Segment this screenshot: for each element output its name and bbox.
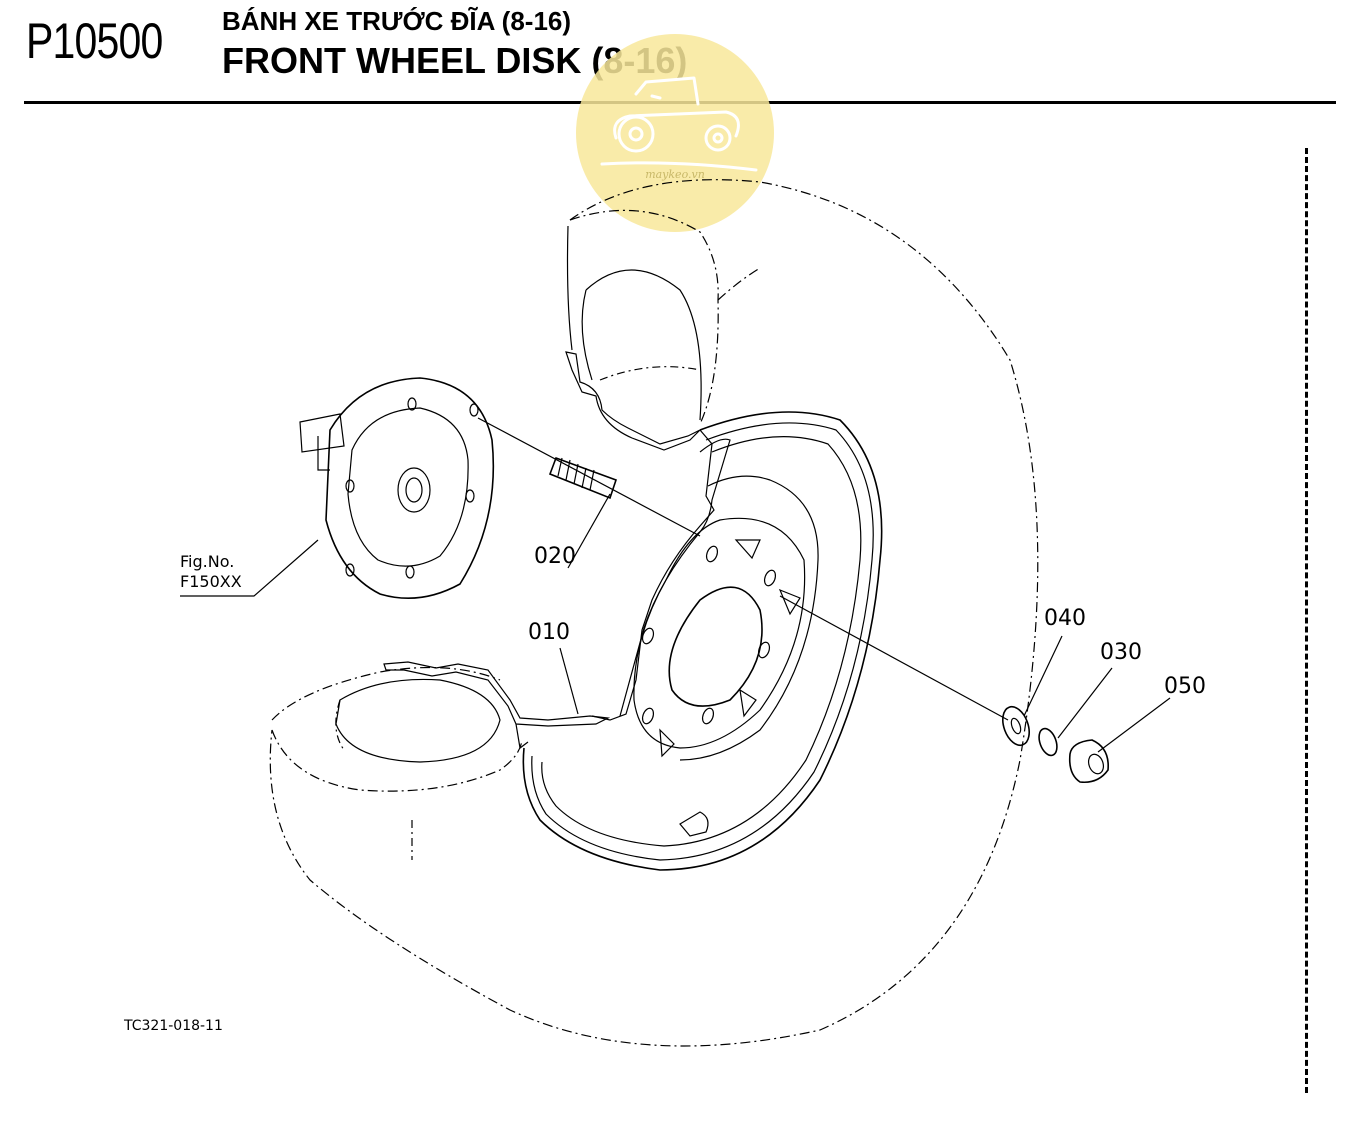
leader-020: [567, 493, 611, 569]
figure-reference-number: F150XX: [180, 572, 242, 591]
leader-050: [1097, 697, 1171, 753]
figure-reference-label: Fig.No.: [180, 552, 235, 571]
part-label-020: 020: [534, 544, 576, 569]
part-label-050: 050: [1164, 674, 1206, 699]
tractor-icon: maykeo.vn: [576, 34, 774, 232]
part-label-010: 010: [528, 620, 570, 645]
tire-outline: [269, 179, 1039, 1047]
leader-fig-ref: [180, 539, 319, 597]
page-title-vietnamese: BÁNH XE TRƯỚC ĐĨA (8-16): [222, 6, 572, 36]
page-code: P10500: [26, 13, 163, 69]
watermark-logo: maykeo.vn: [576, 34, 774, 232]
dashed-margin-line: [1305, 148, 1308, 1093]
leader-010: [559, 647, 579, 715]
tire-upper-left-edge: [566, 225, 573, 351]
watermark-text: maykeo.vn: [645, 168, 705, 181]
figure-reference: Fig.No. F150XX: [180, 552, 242, 592]
part-label-030: 030: [1100, 640, 1142, 665]
leader-040: [1023, 635, 1063, 717]
part-label-040: 040: [1044, 606, 1086, 631]
drawing-code: TC321-018-11: [124, 1018, 223, 1034]
leader-030: [1057, 667, 1113, 739]
